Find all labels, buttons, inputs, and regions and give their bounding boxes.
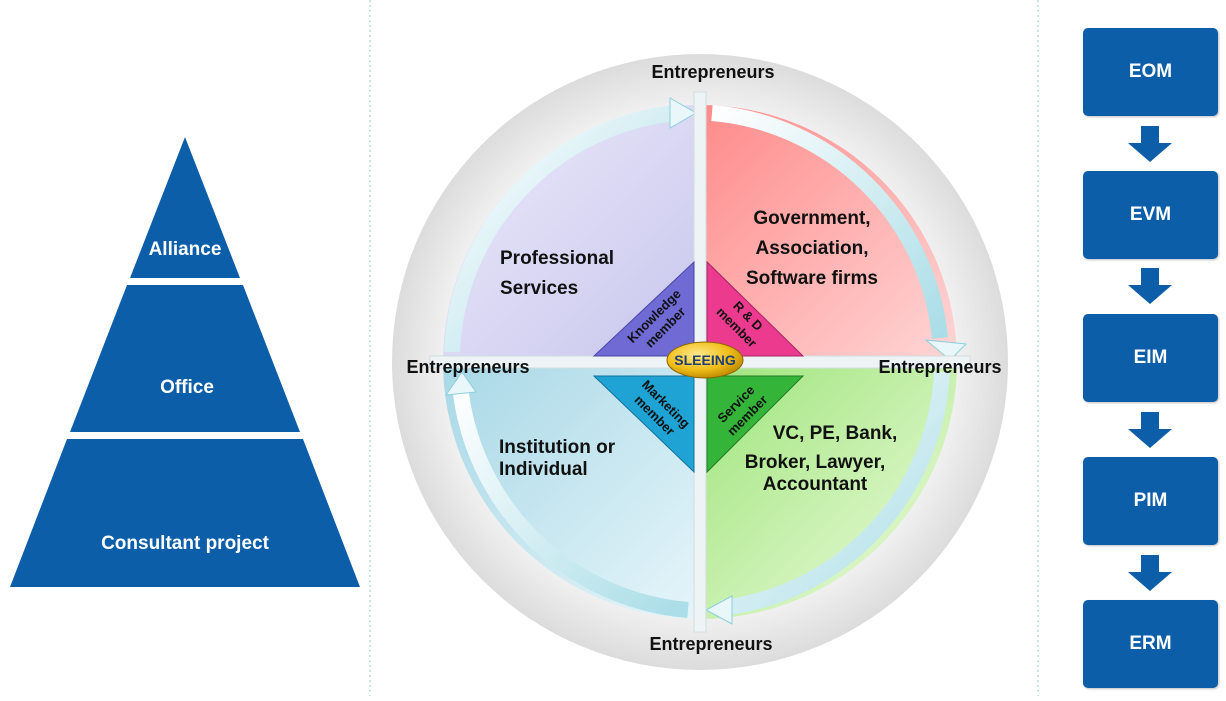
- quadrant-top-left: [443, 105, 700, 362]
- quadrant-bottom-right-line1: VC, PE, Bank,: [773, 423, 898, 444]
- quadrant-top-right-line1: Government,: [753, 208, 870, 229]
- quadrant-top-right-line2: Association,: [756, 238, 869, 259]
- outer-label-top: Entrepreneurs: [651, 62, 774, 82]
- cycle-diagram: Knowledge member R & D member Marketing …: [392, 54, 1008, 670]
- pyramid-label-office: Office: [160, 377, 214, 398]
- pyramid-level-office: [70, 285, 300, 432]
- quadrant-bottom-left-line2: Individual: [499, 459, 588, 480]
- flow-step-eom: EOM: [1083, 28, 1218, 116]
- cycle-arrow-top-right: [711, 105, 948, 339]
- outer-label-right: Entrepreneurs: [878, 357, 1001, 377]
- pyramid-label-consultant-project: Consultant project: [101, 533, 270, 554]
- center-oval: [666, 341, 744, 379]
- arrowhead-left: [444, 371, 477, 396]
- flow-arrow-4: [1128, 555, 1172, 591]
- quadrant-bottom-right-line3: Accountant: [763, 474, 868, 495]
- triangle-service-member: [706, 375, 805, 474]
- triangle-rd-member: [706, 260, 805, 357]
- quadrant-bottom-left: [443, 362, 700, 619]
- flow-step-eom-label: EOM: [1128, 61, 1173, 82]
- flow-arrows: [1128, 126, 1172, 591]
- outer-label-bottom: Entrepreneurs: [649, 634, 772, 654]
- flow-arrow-2: [1128, 268, 1172, 304]
- flow-step-evm: EVM: [1083, 171, 1218, 259]
- cycle-arrow-top-left: [444, 105, 677, 353]
- flow-step-eim-label: EIM: [1133, 347, 1168, 368]
- pyramid-level-alliance: [130, 137, 240, 278]
- quadrant-top-left-line2: Services: [500, 278, 578, 299]
- arrowhead-right: [924, 339, 968, 361]
- cycle-arrow-bottom-right: [721, 371, 950, 616]
- flow-step-eim: EIM: [1083, 314, 1218, 402]
- triangle-marketing-member: [592, 375, 695, 474]
- pyramid-label-alliance: Alliance: [149, 239, 222, 260]
- quadrant-top-left-line1: Professional: [500, 248, 614, 269]
- flow-step-pim: PIM: [1083, 457, 1218, 545]
- flow-arrow-1: [1128, 126, 1172, 162]
- quadrant-top-right-line3: Software firms: [746, 268, 878, 289]
- cycle-arrow-bottom-left: [452, 384, 689, 618]
- flow-arrow-3: [1128, 412, 1172, 448]
- triangle-knowledge-member: [592, 260, 695, 357]
- quadrant-bottom-right: [700, 362, 957, 619]
- pyramid: Alliance Office Consultant project: [10, 137, 360, 587]
- quadrant-bottom-right-line2: Broker, Lawyer,: [745, 452, 885, 473]
- pyramid-level-consultant-project: [10, 439, 360, 587]
- flow-step-pim-label: PIM: [1133, 490, 1168, 511]
- outer-label-left: Entrepreneurs: [406, 357, 529, 377]
- flow-step-erm: ERM: [1083, 600, 1218, 688]
- quadrant-top-right: [700, 105, 957, 362]
- arrowhead-top: [669, 97, 698, 129]
- arrowhead-bottom: [704, 595, 733, 625]
- flow-step-evm-label: EVM: [1129, 204, 1172, 225]
- flow-step-erm-label: ERM: [1129, 633, 1172, 654]
- center-label: SLEEING: [674, 352, 736, 368]
- quadrant-bottom-left-line1: Institution or: [499, 437, 616, 458]
